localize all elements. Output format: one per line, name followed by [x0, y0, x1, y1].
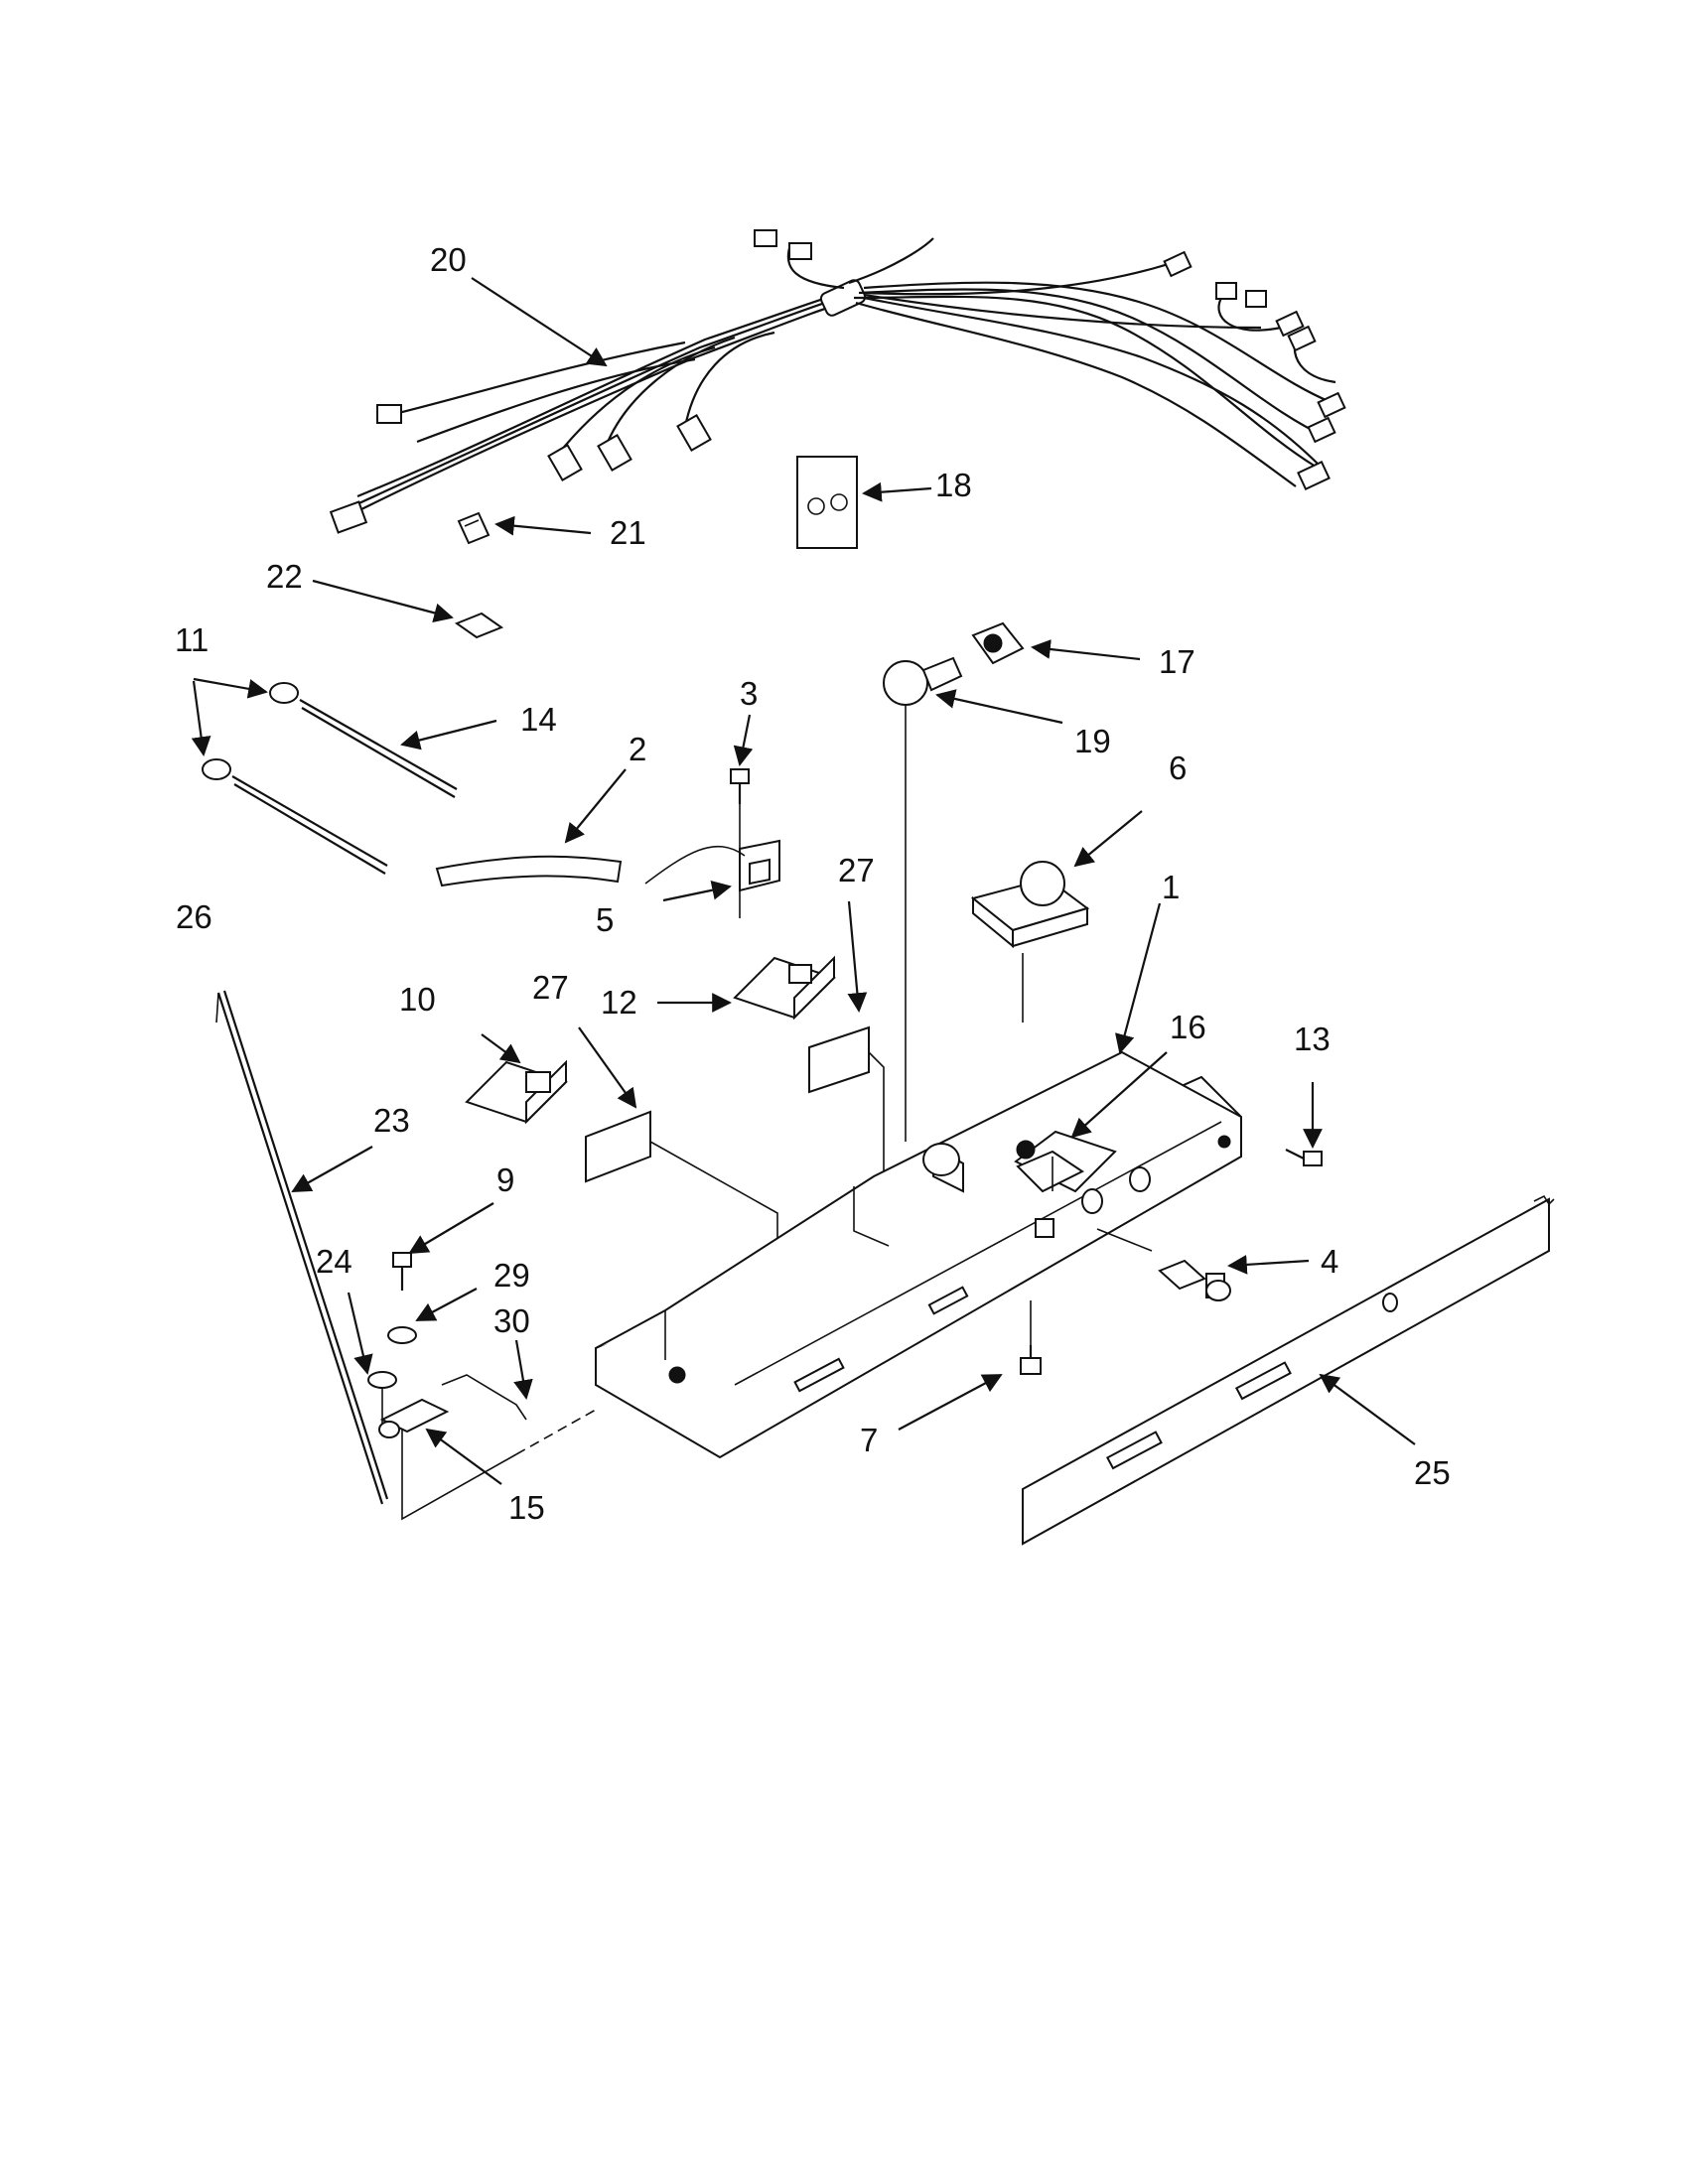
hinge-hardware	[367, 1252, 597, 1521]
callout-27-left: 27	[532, 969, 569, 1006]
light-switch	[1096, 1228, 1231, 1301]
side-screw	[1285, 1149, 1323, 1166]
callout-9: 9	[496, 1161, 514, 1198]
damper-rod	[215, 990, 389, 1505]
trim-panel	[1022, 1194, 1555, 1546]
callout-2: 2	[629, 731, 646, 767]
heater-rods	[202, 682, 458, 875]
tube	[435, 855, 623, 887]
callout-14: 14	[520, 701, 557, 738]
callout-18: 18	[935, 467, 972, 503]
callout-3: 3	[740, 675, 758, 712]
label-plates	[585, 1025, 885, 1345]
callout-19: 19	[1074, 723, 1111, 759]
callout-21: 21	[610, 514, 646, 551]
wire-harness	[329, 229, 1346, 534]
callout-1: 1	[1162, 869, 1180, 905]
bottom-screw	[1020, 1300, 1042, 1375]
callout-10: 10	[399, 981, 436, 1018]
lamp-assembly	[883, 621, 1025, 1142]
callout-labels: 20 18 21 22 11 14 3 2 26 5 27 27 12 10 1…	[175, 241, 1451, 1526]
callout-11: 11	[175, 621, 209, 658]
callout-12: 12	[601, 984, 637, 1021]
retainer-clip	[1016, 1150, 1084, 1193]
callout-24: 24	[316, 1243, 352, 1280]
defrost-timer	[970, 861, 1090, 1023]
callout-7: 7	[860, 1422, 878, 1458]
leader-arrows	[191, 277, 1416, 1485]
callout-17: 17	[1159, 643, 1195, 680]
callout-20: 20	[430, 241, 467, 278]
callout-6: 6	[1169, 750, 1187, 786]
callout-16: 16	[1170, 1009, 1206, 1045]
callout-30: 30	[493, 1302, 530, 1339]
callout-4: 4	[1321, 1243, 1338, 1280]
callout-29: 29	[493, 1257, 530, 1294]
callout-5: 5	[596, 901, 614, 938]
callout-26: 26	[176, 898, 212, 935]
callout-23: 23	[373, 1102, 410, 1139]
bracket-lower	[465, 1059, 568, 1125]
callout-13: 13	[1294, 1021, 1331, 1057]
callout-15: 15	[508, 1489, 545, 1526]
bracket-upper	[733, 955, 836, 1021]
control-housing	[595, 1050, 1242, 1459]
terminal-plate	[796, 456, 858, 549]
callout-25: 25	[1414, 1454, 1451, 1491]
wire-tie	[454, 612, 504, 639]
callout-27-right: 27	[838, 852, 875, 888]
switch-assembly	[644, 768, 780, 918]
wire-clip	[457, 511, 491, 545]
callout-22: 22	[266, 558, 303, 595]
